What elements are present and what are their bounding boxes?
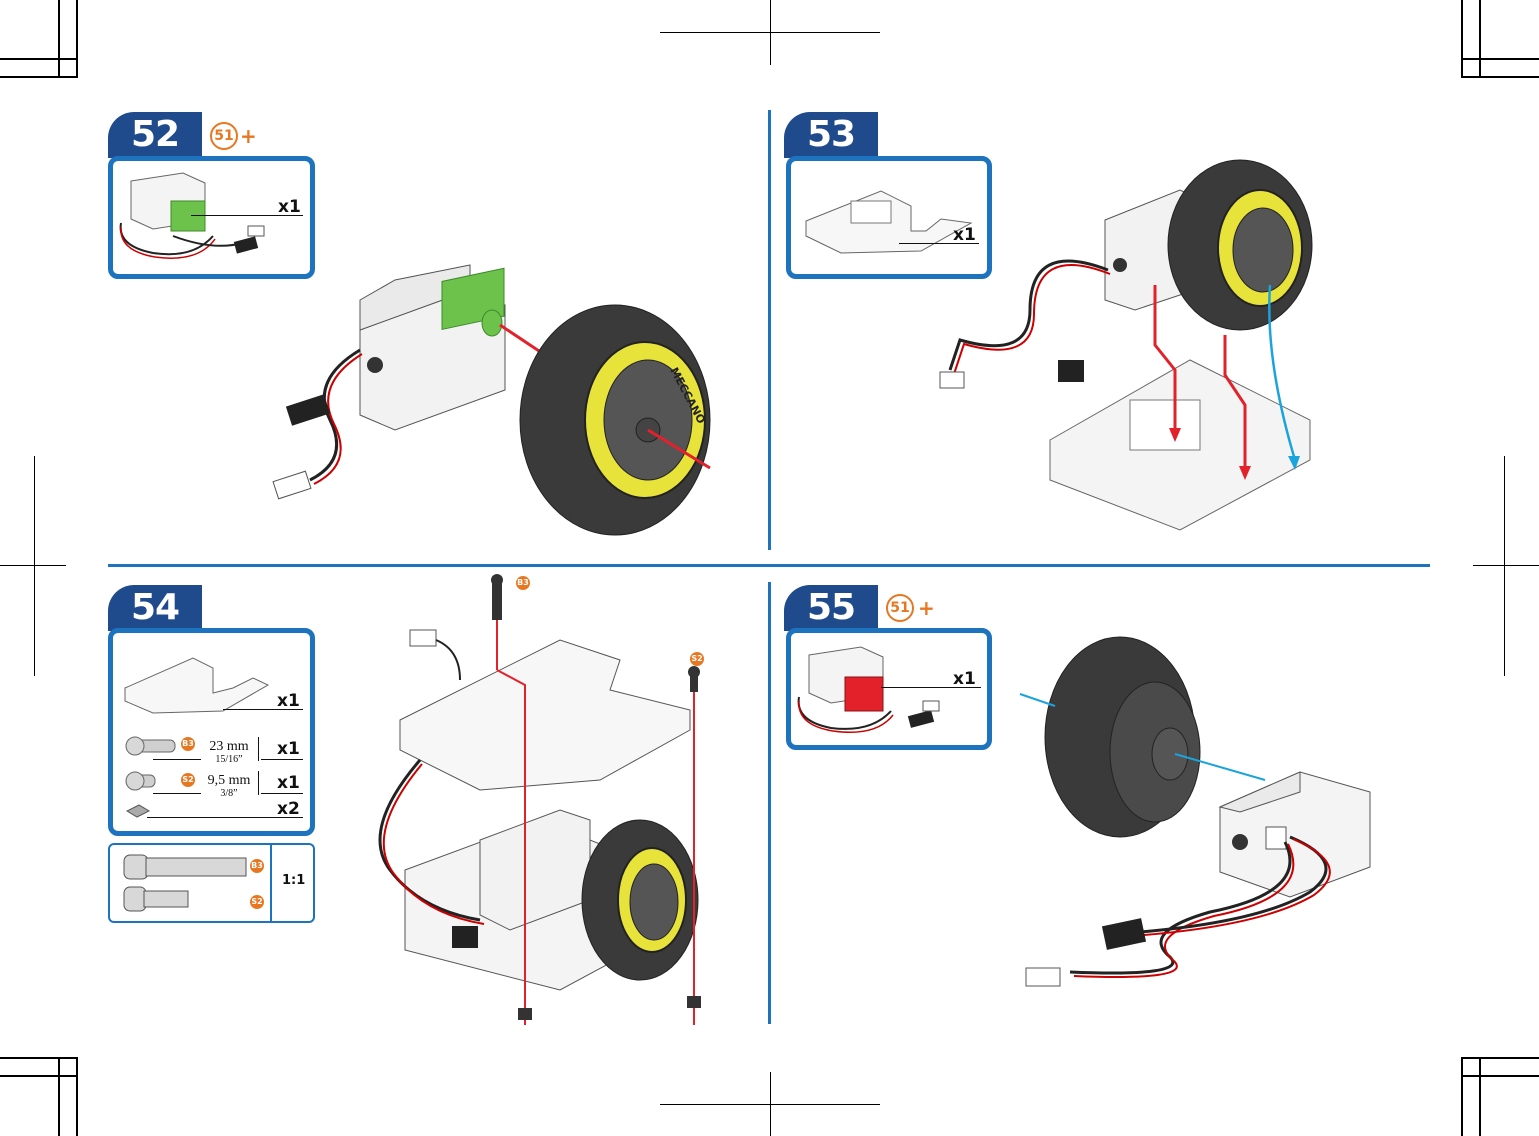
quantity: x1 [278, 197, 301, 217]
step-number: 53 [784, 112, 878, 158]
quantity: x1 [953, 669, 976, 689]
quantity-s2: x1 [277, 773, 300, 793]
b3-label: B3 [181, 737, 195, 751]
b3-callout: B3 [516, 576, 530, 590]
s2-callout: S2 [690, 652, 704, 666]
servo-wheel-assembly-illustration: MECCANO [270, 220, 740, 530]
s2-label: S2 [181, 773, 195, 787]
previous-step-ref: 51 [886, 594, 914, 622]
servo-to-bracket-illustration [930, 160, 1330, 540]
s2-scale-label: S2 [250, 895, 264, 909]
step-number: 52 [108, 112, 202, 158]
wheel-to-servo-illustration [1010, 632, 1390, 1002]
plus-sign: + [240, 124, 257, 148]
parts-box: x1 [786, 628, 992, 750]
scale-ratio: 1:1 [282, 873, 305, 888]
step-number: 54 [108, 585, 202, 631]
quantity-nut: x2 [277, 799, 300, 819]
quantity-b3: x1 [277, 739, 300, 759]
panel-divider-horizontal [108, 564, 1430, 567]
plus-sign: + [918, 596, 935, 620]
previous-step-ref: 51 [210, 122, 238, 150]
panel-divider-vertical-bottom [768, 582, 771, 1024]
servo-red-part-icon [791, 633, 997, 755]
quantity-bracket: x1 [277, 691, 300, 711]
bracket-mounting-illustration [360, 570, 720, 1030]
step-number: 55 [784, 585, 878, 631]
scale-guide-box: B3 S2 1:1 [108, 843, 315, 923]
b3-scale-label: B3 [250, 859, 264, 873]
panel-divider-vertical-top [768, 110, 771, 550]
parts-box: x1 B3 23 mm 15/16” x1 S2 9,5 mm 3/8” x1 … [108, 628, 315, 836]
s2-spec: 9,5 mm 3/8” [201, 773, 257, 799]
b3-spec: 23 mm 15/16” [201, 739, 257, 765]
